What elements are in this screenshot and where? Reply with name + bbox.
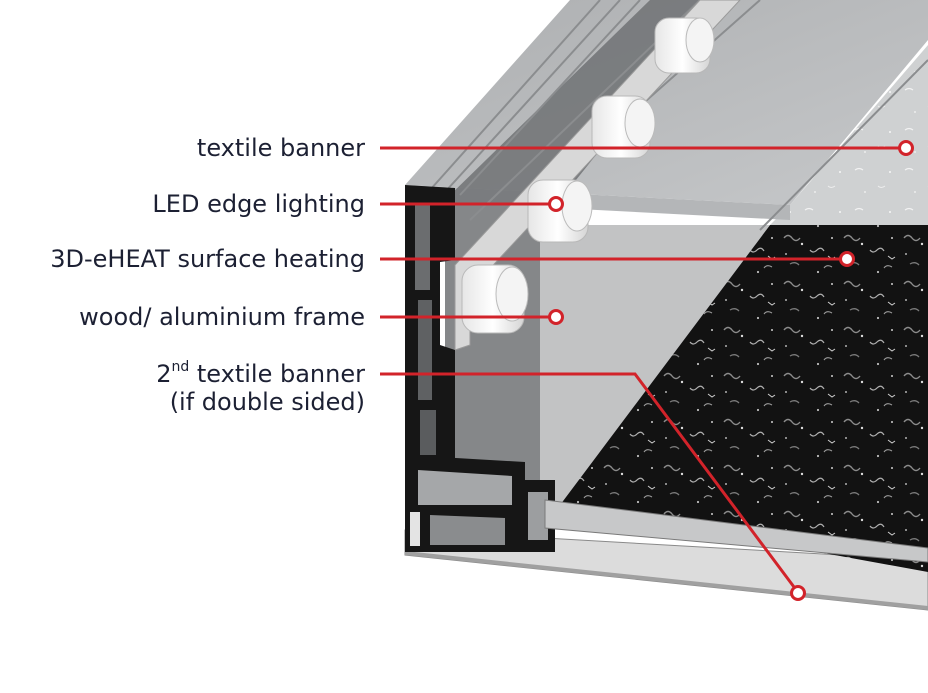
inner-wall-face <box>540 225 770 505</box>
heating-surface <box>560 225 928 572</box>
callout-lines <box>380 140 914 601</box>
label-textile-banner: textile banner <box>196 134 365 162</box>
callout-marker-second-banner <box>790 585 806 601</box>
label-frame: wood/ aluminium frame <box>79 303 365 331</box>
textile-surface-top <box>770 45 928 225</box>
label-surface-heating: 3D-eHEAT surface heating <box>50 245 365 273</box>
label-second-banner-line1: 2nd textile banner <box>156 359 365 388</box>
callout-line-second-banner <box>380 372 796 588</box>
label-led-edge-lighting: LED edge lighting <box>152 190 365 218</box>
label-second-banner: 2nd textile banner (if double sided) <box>156 360 365 416</box>
led-cylinders <box>461 17 715 334</box>
callout-marker-led <box>548 196 564 212</box>
callout-marker-frame <box>548 309 564 325</box>
label-second-banner-line2: (if double sided) <box>169 388 365 416</box>
inner-wall <box>445 0 720 520</box>
callout-marker-heating <box>839 251 855 267</box>
callout-marker-textile-banner <box>898 140 914 156</box>
frame-profile <box>405 185 928 563</box>
